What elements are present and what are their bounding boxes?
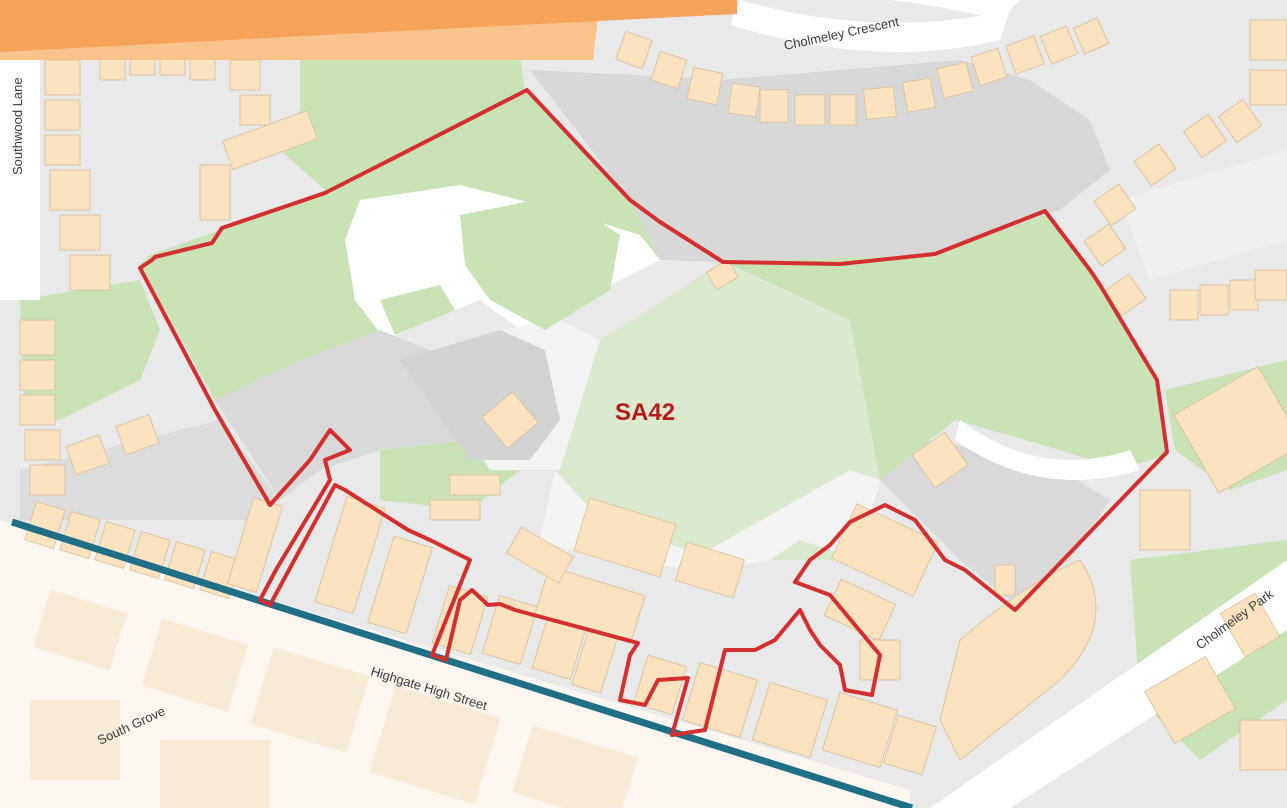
cholmeley-crescent-curve [730, 0, 1010, 52]
header-banner [0, 0, 737, 60]
sports-pitch [460, 195, 620, 330]
grey-block-north [530, 60, 1110, 262]
banner-main [0, 0, 737, 52]
site-label-sa42: SA42 [615, 399, 675, 426]
site-boundary [138, 88, 1169, 737]
green-space-east [720, 210, 1165, 480]
green-patch [380, 285, 455, 335]
cholmeley-park-road [930, 560, 1287, 808]
site-boundary-outline [138, 88, 1169, 737]
grey-block-west [215, 330, 470, 500]
path-east [955, 420, 1140, 480]
playing-field [555, 262, 880, 560]
green-space-north [280, 55, 525, 190]
grey-blocks [20, 60, 1110, 600]
southwood-lane-road [0, 40, 40, 300]
label-southwood-lane: Southwood Lane [10, 77, 25, 175]
buildings [19, 17, 1287, 776]
side-road-northeast [1120, 150, 1287, 280]
grey-block-far-west [20, 420, 280, 520]
boundary-road-line [10, 518, 914, 808]
faded-buildings [30, 589, 638, 808]
